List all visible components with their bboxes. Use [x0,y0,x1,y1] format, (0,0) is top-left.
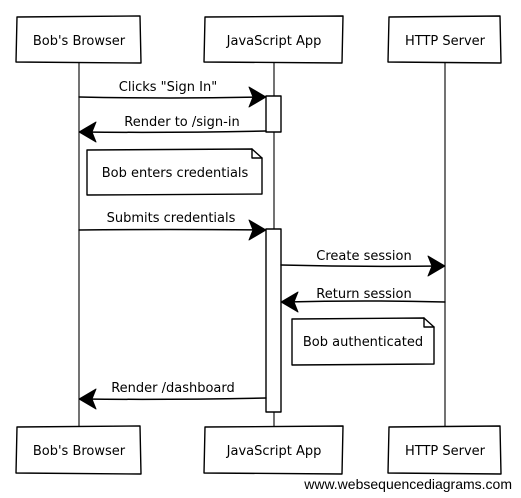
participant-bottom-server-label: HTTP Server [405,444,486,459]
participant-bottom-app-label: JavaScript App [226,444,322,459]
message-submits-credentials: Submits credentials [78,211,267,241]
participant-bottom-app: JavaScript App [203,425,344,475]
participant-top-app-label: JavaScript App [226,34,322,49]
message-2-label: Render to /sign-in [124,115,239,130]
participant-top-browser: Bob's Browser [15,15,142,64]
message-1-label: Clicks "Sign In" [119,80,217,95]
participant-top-server: HTTP Server [387,15,502,64]
participant-top-server-label: HTTP Server [405,34,486,49]
activation-bar-2 [265,228,282,413]
message-6-label: Render /dashboard [111,381,235,396]
activation-bar-1 [265,95,282,133]
note-bob-enters-credentials: Bob enters credentials [86,148,263,196]
participant-bottom-browser: Bob's Browser [15,425,142,475]
message-clicks-sign-in: Clicks "Sign In" [78,80,267,108]
note-2-text: Bob authenticated [303,335,423,350]
note-bob-authenticated: Bob authenticated [291,317,435,366]
message-return-session: Return session [280,287,446,313]
message-4-label: Create session [316,249,411,264]
message-create-session: Create session [280,249,446,277]
participant-top-app: JavaScript App [203,15,344,64]
participant-top-browser-label: Bob's Browser [33,34,126,49]
message-render-dashboard: Render /dashboard [78,381,267,410]
footer-watermark: www.websequencediagrams.com [303,476,512,492]
message-5-label: Return session [316,287,411,302]
message-render-sign-in: Render to /sign-in [78,115,267,143]
participant-bottom-server: HTTP Server [387,425,502,475]
message-3-label: Submits credentials [107,211,236,226]
note-1-text: Bob enters credentials [102,166,249,181]
participant-bottom-browser-label: Bob's Browser [33,444,126,459]
